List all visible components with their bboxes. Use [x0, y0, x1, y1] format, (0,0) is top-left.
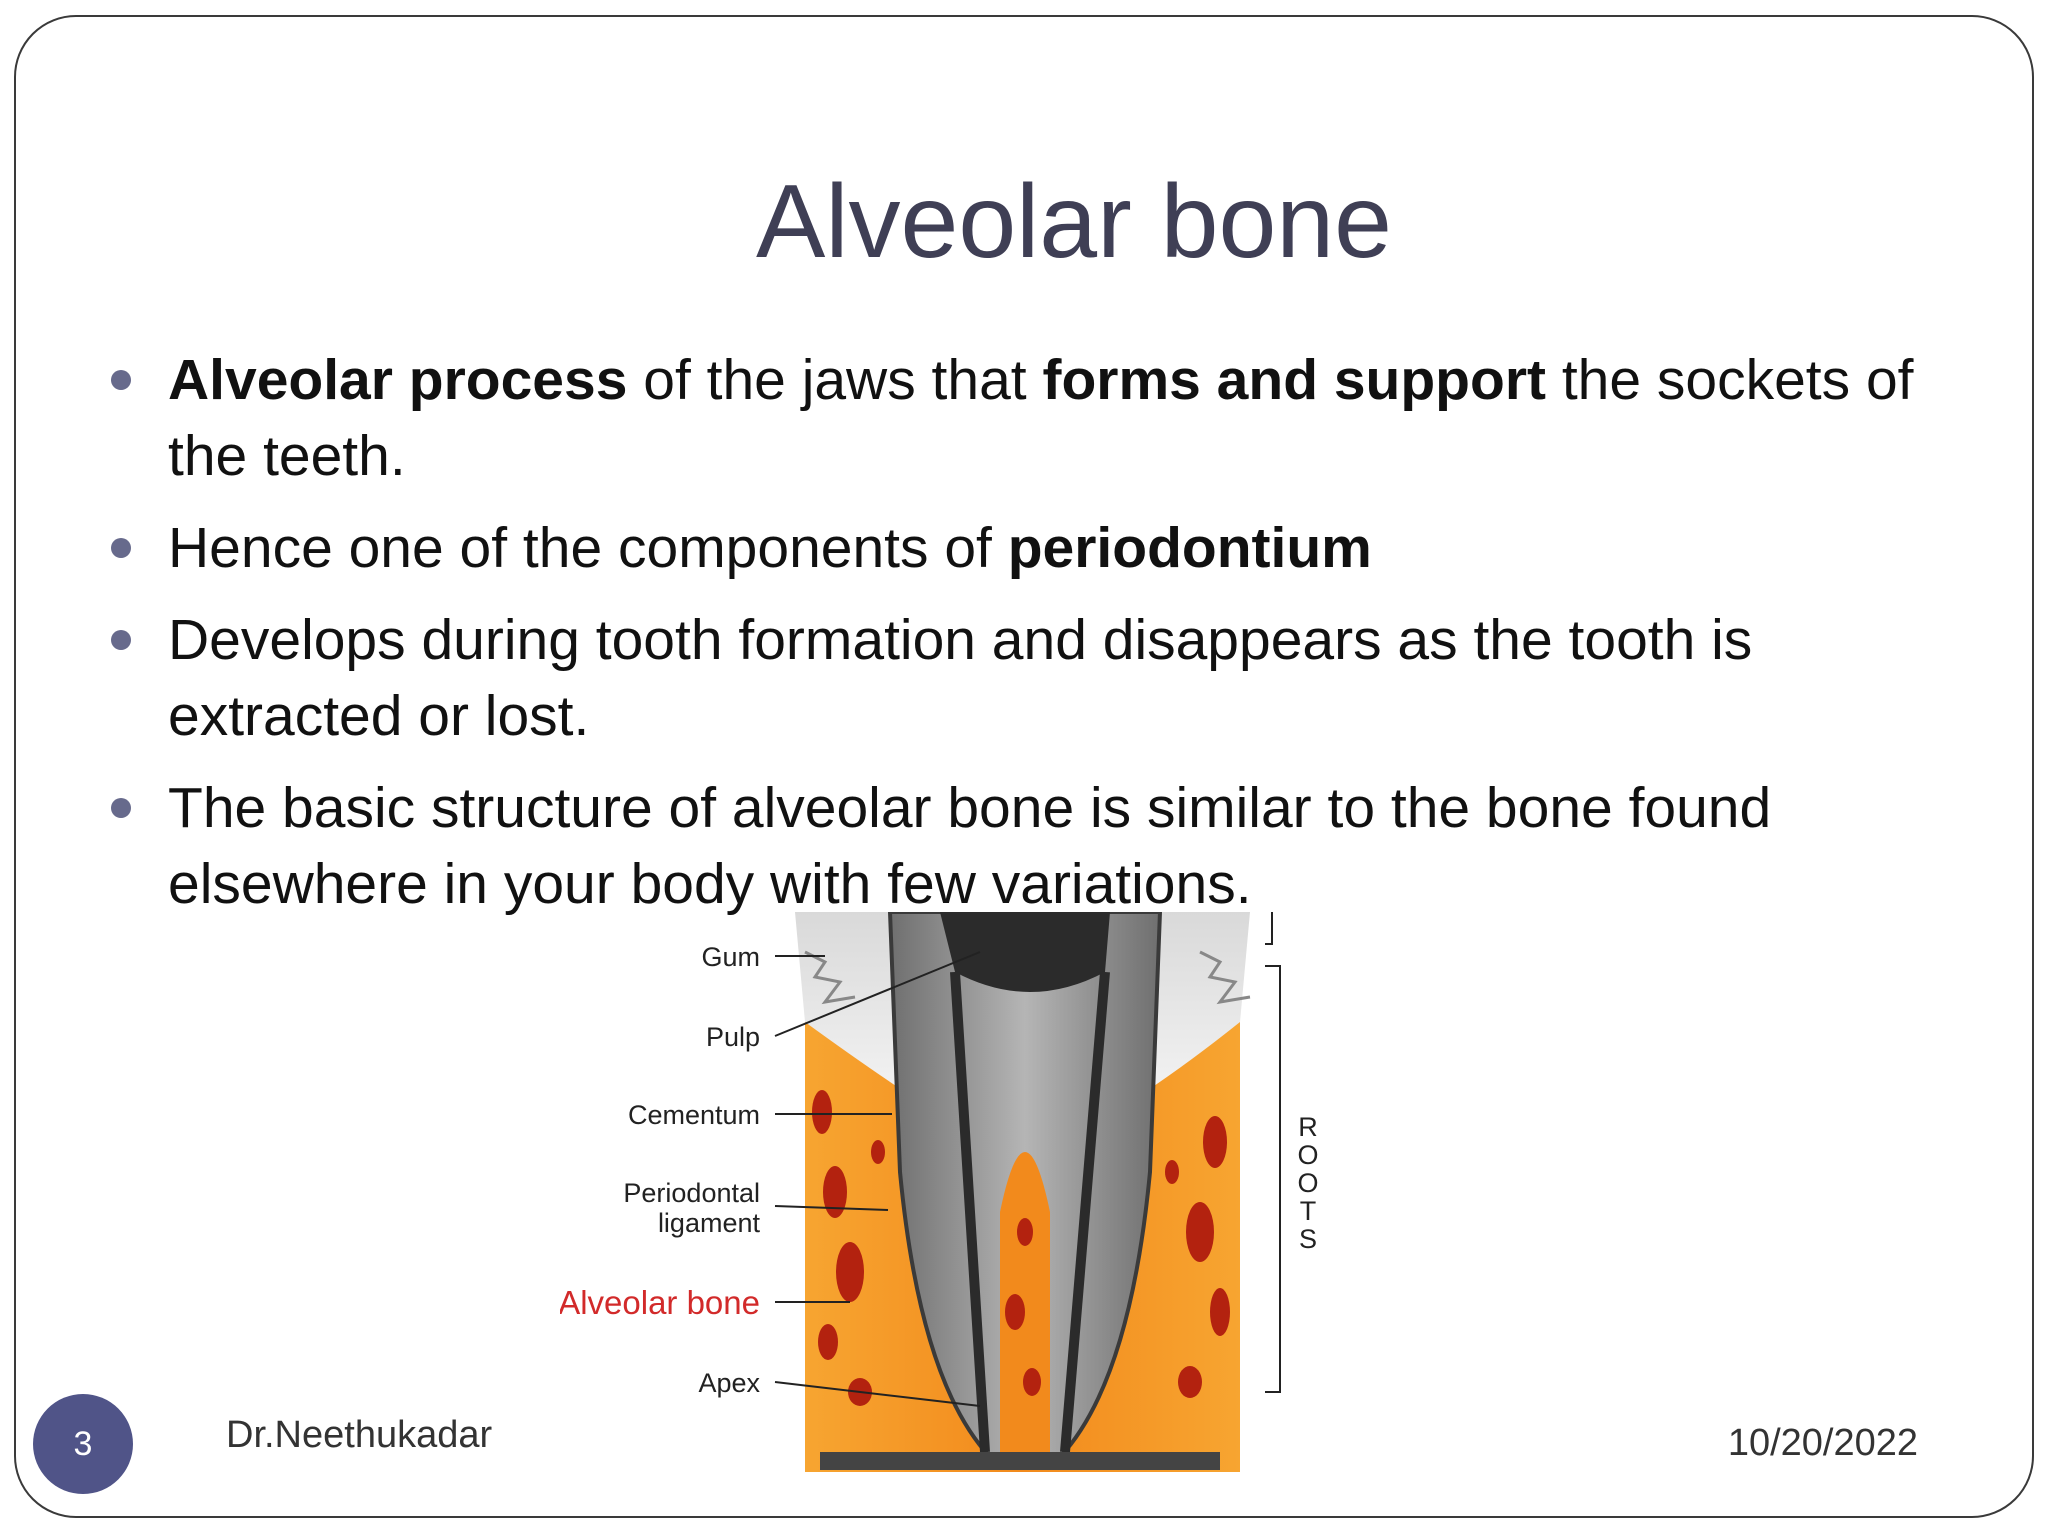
slide-title: Alveolar bone	[756, 164, 1392, 280]
footer-date: 10/20/2022	[1727, 1422, 1918, 1464]
gum-texture	[804, 950, 1251, 1005]
label-alveolar-bone: Alveolar bone	[560, 1284, 760, 1321]
roots-letter: T	[1300, 1196, 1317, 1226]
text: the sockets of the teeth.	[168, 348, 1914, 488]
footer-author: Dr.Neethukadar	[226, 1414, 493, 1456]
bullet-item: The basic structure of alveolar bone is …	[111, 770, 1948, 922]
gum-right	[1145, 912, 1250, 1092]
tooth-anatomy-figure: Gum Pulp Cementum Periodontal ligament A…	[560, 912, 1319, 1472]
label-ligament: ligament	[658, 1208, 761, 1238]
label-pulp: Pulp	[706, 1022, 760, 1052]
pulp-canal-right	[1060, 971, 1110, 1453]
pulp-chamber	[940, 912, 1110, 992]
bold-text: Alveolar process	[168, 348, 628, 412]
roots-letter: O	[1297, 1168, 1318, 1198]
leader-lines	[774, 951, 981, 1407]
bullet-item: Hence one of the components of periodont…	[111, 510, 1948, 586]
bold-text: forms and support	[1042, 348, 1546, 412]
bullet-dot-icon	[111, 538, 131, 558]
roots-letter: R	[1298, 1112, 1318, 1142]
pulp-canal-left	[950, 971, 990, 1453]
tooth-base	[820, 1452, 1220, 1470]
bold-text: periodontium	[1007, 516, 1372, 580]
roots-bracket	[1265, 912, 1281, 1393]
roots-letter: S	[1299, 1224, 1317, 1254]
bullet-item: Develops during tooth formation and disa…	[111, 602, 1948, 754]
bullet-list: Alveolar process of the jaws that forms …	[111, 342, 1948, 938]
text: The basic structure of alveolar bone is …	[168, 776, 1772, 916]
text: of the jaws that	[627, 348, 1043, 412]
label-apex: Apex	[698, 1368, 760, 1398]
slide-number-badge: 3	[33, 1394, 133, 1494]
bullet-dot-icon	[111, 630, 131, 650]
bullet-item: Alveolar process of the jaws that forms …	[111, 342, 1948, 494]
roots-label: R O O T S	[1297, 1112, 1318, 1254]
text: Develops during tooth formation and disa…	[168, 608, 1753, 748]
label-gum: Gum	[701, 942, 760, 972]
roots-letter: O	[1297, 1140, 1318, 1170]
label-cementum: Cementum	[628, 1100, 760, 1130]
text: Hence one of the components of	[168, 516, 1008, 580]
bullet-dot-icon	[111, 370, 131, 390]
bone-pores	[812, 1090, 1230, 1406]
label-periodontal: Periodontal	[623, 1178, 760, 1208]
bullet-dot-icon	[111, 798, 131, 818]
